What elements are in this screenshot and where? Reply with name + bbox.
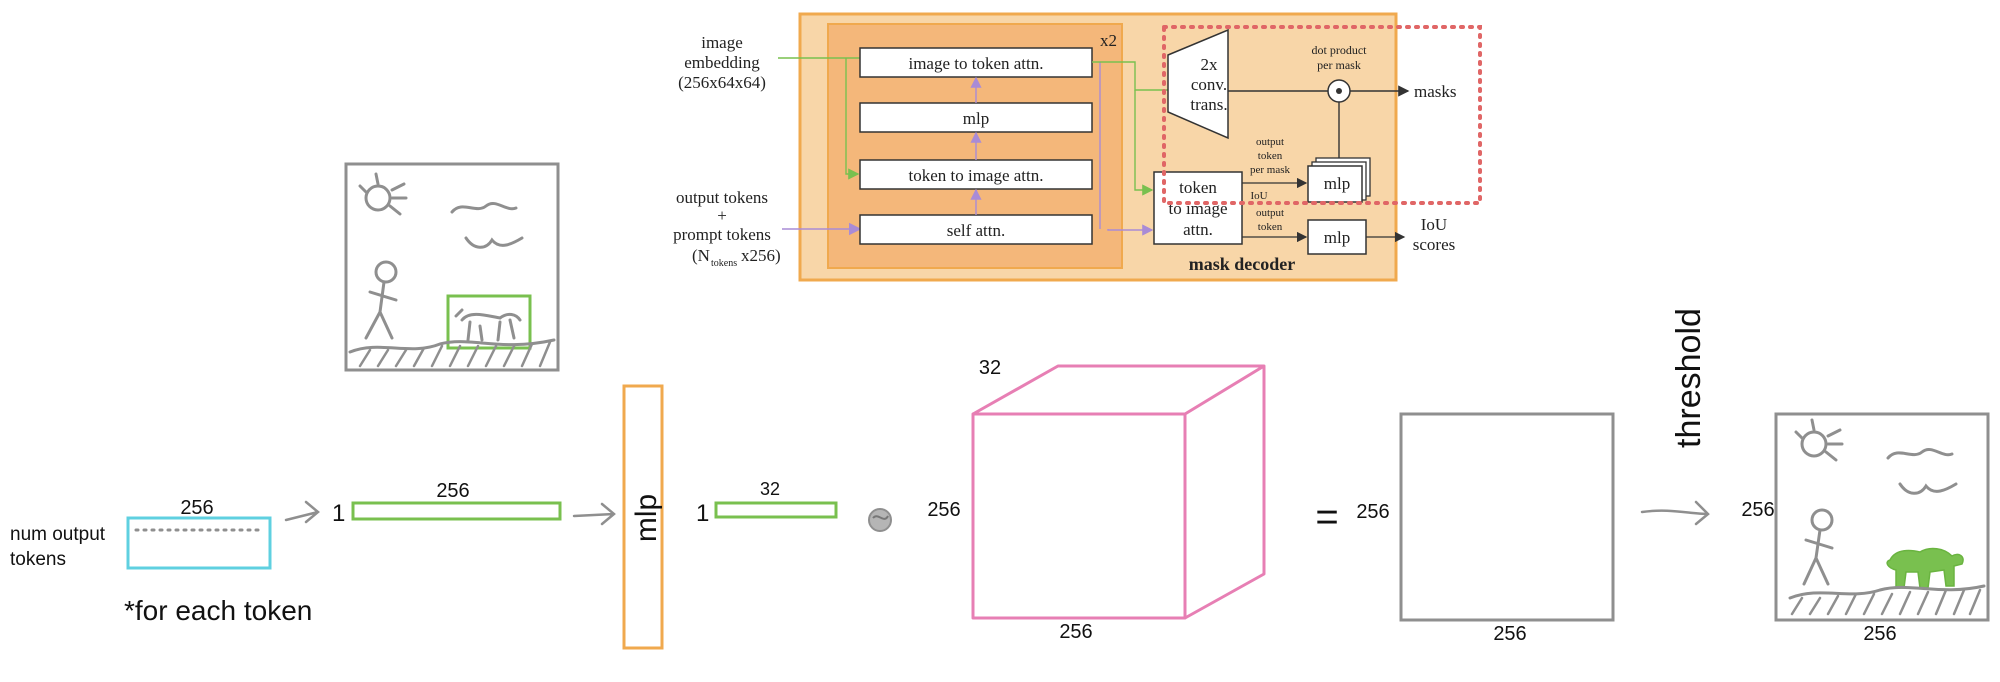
final-stick-figure	[1802, 508, 1834, 586]
output-tokens-label-3: prompt tokens	[673, 225, 771, 244]
mlp-iou-label: mlp	[1324, 228, 1350, 247]
self-attn-block	[859, 214, 1093, 245]
ntokens-label-sub: tokens	[711, 258, 737, 269]
one-label-b: 1	[696, 500, 709, 527]
token-vector-32	[714, 501, 838, 519]
mlp-block	[859, 102, 1093, 133]
ground-line	[348, 338, 556, 354]
token-vector-256	[351, 501, 562, 521]
token-vector-256-label: 256	[436, 480, 469, 502]
flow-embed-to-t2i	[845, 58, 860, 180]
output-token-per-mask-1: output	[1256, 136, 1284, 148]
per-token-pipeline: num output tokens 256 *for each token 1 …	[10, 308, 1990, 650]
box-prompt	[446, 294, 532, 350]
mlp-iou-block	[1307, 219, 1367, 255]
flow-to-conv	[1092, 61, 1168, 91]
cube-width-label: 256	[1059, 621, 1092, 643]
cube-top-face	[972, 364, 1266, 416]
conv-trans-label-2: conv.	[1191, 75, 1227, 94]
final-height-label: 256	[1741, 499, 1774, 521]
mask-logits-square	[1399, 412, 1615, 622]
mlp-block-label: mlp	[963, 109, 989, 128]
conv-trans-block	[1167, 28, 1229, 140]
bird-doodle-1	[450, 202, 518, 214]
mlp-stack-block	[1307, 165, 1363, 203]
output-tokens-matrix	[126, 516, 272, 570]
self-attn-label: self attn.	[947, 221, 1006, 240]
cube-height-label: 256	[927, 499, 960, 521]
arrow-threshold	[1640, 500, 1710, 526]
conv-trans-label-1: 2x	[1201, 55, 1219, 74]
dot-product-dot	[1336, 88, 1342, 94]
image-embedding-label-2: embedding	[684, 53, 760, 72]
repeat-label: x2	[1100, 31, 1117, 50]
input-sketch-image	[344, 162, 560, 372]
bird-doodle-2	[464, 236, 524, 249]
stick-figure	[364, 260, 398, 340]
output-token-label-1: output	[1256, 207, 1284, 219]
one-label-a: 1	[332, 500, 345, 527]
dot-product-label-1: dot product	[1312, 43, 1368, 57]
tokens-width-label: 256	[180, 497, 213, 519]
final-width-label: 256	[1863, 623, 1896, 645]
num-output-tokens-label-2: tokens	[10, 549, 66, 570]
conv-trans-label-3: trans.	[1190, 95, 1227, 114]
output-token-per-mask-2: token	[1258, 150, 1283, 162]
iou-small-label: IoU	[1250, 190, 1267, 202]
final-attn-label-1: token	[1179, 178, 1217, 197]
image-embedding-label-3: (256x64x64)	[678, 73, 766, 92]
cube-depth-label: 32	[979, 357, 1001, 379]
highlight-dotted-box	[1162, 25, 1482, 205]
input-image-frame	[344, 162, 560, 372]
ntokens-label-prefix: (N	[692, 246, 710, 265]
segmented-dog-mask	[1886, 547, 1964, 589]
mlp-bar	[622, 384, 664, 650]
output-token-per-mask-3: per mask	[1250, 164, 1291, 176]
threshold-label: threshold	[1670, 308, 1708, 448]
arrow-2	[572, 502, 616, 526]
dot-product-scribble	[872, 515, 889, 520]
final-attn-label-3: attn.	[1183, 220, 1213, 239]
image-to-token-attn-label: image to token attn.	[908, 54, 1043, 73]
final-bird-doodle-2	[1898, 482, 1958, 495]
cube-front-face	[971, 412, 1187, 620]
for-each-token-label: *for each token	[124, 595, 312, 626]
dot-product-symbol	[868, 508, 892, 532]
dog-doodle	[454, 308, 522, 342]
mlp-stack-label: mlp	[1324, 174, 1350, 193]
final-token-to-image-attn-block	[1153, 171, 1243, 245]
iou-scores-label-2: scores	[1413, 235, 1455, 254]
ground-hatch	[358, 340, 552, 368]
num-output-tokens-label-1: num output	[10, 524, 106, 545]
sun-doodle	[358, 172, 408, 216]
mask-width-label: 256	[1493, 623, 1526, 645]
upscaled-embedding-cube	[971, 364, 1266, 620]
final-bird-doodle-1	[1886, 448, 1954, 460]
arrow-1	[284, 500, 320, 524]
mask-decoder-diagram: image embedding (256x64x64) output token…	[673, 12, 1482, 282]
final-ground-line	[1788, 584, 1986, 600]
iou-scores-label-1: IoU	[1421, 215, 1447, 234]
final-mask-image	[1774, 412, 1990, 622]
token-vector-32-label: 32	[760, 479, 780, 499]
image-embedding-label-1: image	[701, 33, 743, 52]
mlp-bar-label: mlp	[630, 494, 663, 542]
flow-to-final-attn-green	[1134, 90, 1154, 196]
cube-side-face	[1184, 366, 1266, 620]
output-token-label-2: token	[1258, 221, 1283, 233]
output-tokens-label-2: +	[717, 206, 727, 225]
equals-sign: =	[1315, 495, 1338, 539]
final-ground-hatch	[1790, 588, 1982, 616]
output-tokens-label-1: output tokens	[676, 188, 768, 207]
mask-height-label: 256	[1356, 501, 1389, 523]
mask-decoder-label: mask decoder	[1189, 254, 1296, 274]
dot-product-label-2: per mask	[1317, 58, 1361, 72]
ntokens-label-suffix: x256)	[741, 246, 781, 265]
final-sun-doodle	[1794, 418, 1844, 462]
flow-to-final-attn	[1107, 224, 1154, 236]
image-to-token-attn-block	[859, 47, 1093, 78]
token-to-image-attn-label: token to image attn.	[908, 166, 1043, 185]
masks-label: masks	[1414, 82, 1457, 101]
